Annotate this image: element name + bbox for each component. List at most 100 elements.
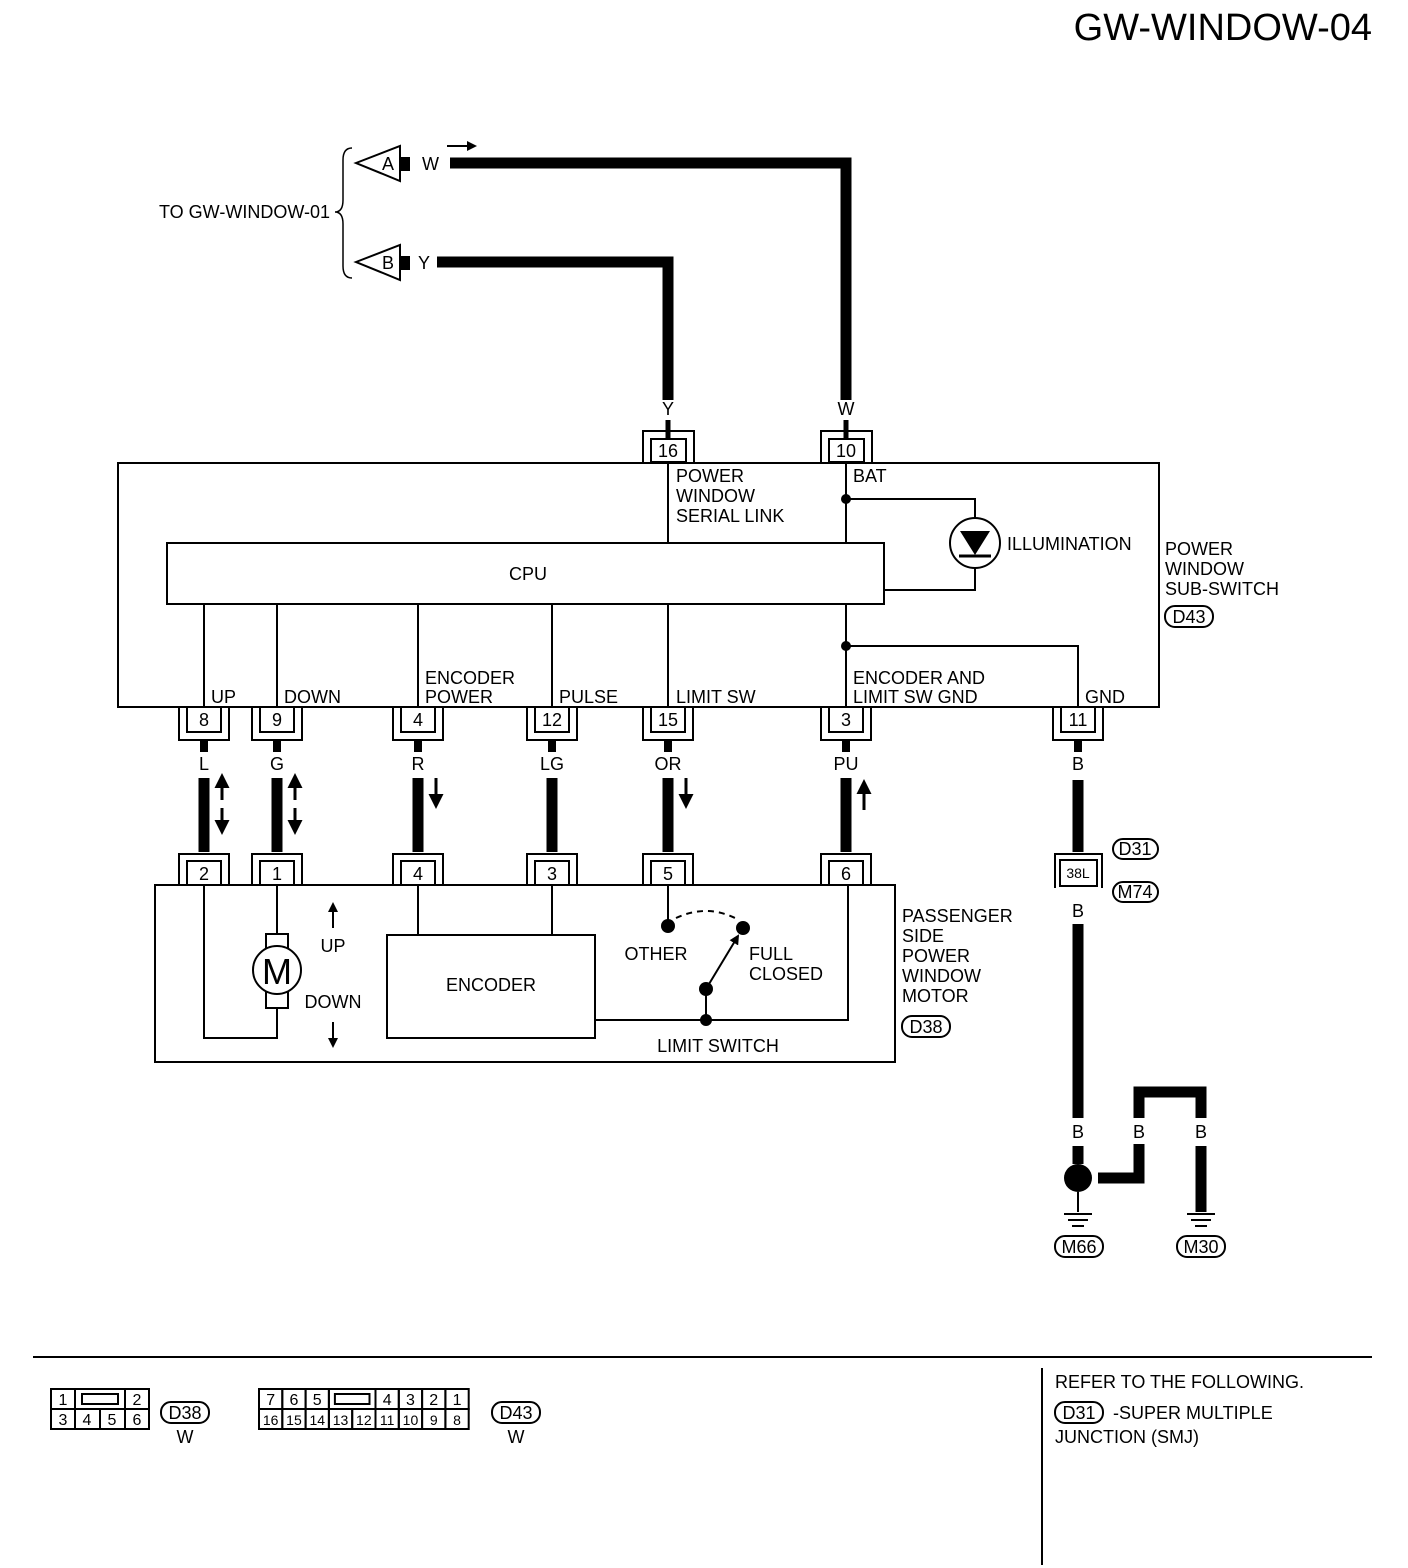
svg-text:D31: D31 — [1118, 839, 1151, 859]
sub-switch-name-3: SUB-SWITCH — [1165, 579, 1279, 599]
connector-badge-d43[interactable] — [1164, 605, 1214, 628]
sub-switch-bottom-pin: 3 — [820, 706, 872, 741]
svg-text:D43: D43 — [499, 1403, 532, 1423]
svg-text:M66: M66 — [1061, 1237, 1096, 1257]
pin-label-up: UP — [211, 687, 236, 707]
limit-switch-label: LIMIT SWITCH — [657, 1036, 779, 1056]
svg-text:3: 3 — [841, 710, 851, 730]
terminal-a — [400, 157, 410, 171]
sub-switch-bottom-pin: 8 — [178, 706, 230, 741]
off-page-letter-a: A — [382, 154, 394, 174]
svg-text:5: 5 — [313, 1392, 322, 1409]
svg-text:6: 6 — [289, 1392, 298, 1409]
svg-text:10: 10 — [403, 1412, 419, 1428]
current-direction-arrows — [214, 773, 872, 835]
svg-text:5: 5 — [663, 864, 673, 884]
refer-heading: REFER TO THE FOLLOWING. — [1055, 1372, 1304, 1392]
svg-text:11: 11 — [380, 1412, 395, 1428]
svg-text:38L: 38L — [1066, 865, 1090, 881]
svg-text:7: 7 — [266, 1392, 275, 1409]
off-page-reference: TO GW-WINDOW-01 A W B Y — [159, 141, 477, 282]
other-label: OTHER — [625, 944, 688, 964]
cpu-block — [166, 542, 885, 605]
motor-unit-box — [154, 884, 896, 1063]
svg-text:4: 4 — [413, 864, 423, 884]
motor-pin: 5 — [642, 853, 694, 886]
svg-text:D43: D43 — [1172, 607, 1205, 627]
pin-label-gnd: GND — [1085, 687, 1125, 707]
svg-text:14: 14 — [309, 1412, 325, 1428]
svg-text:B: B — [1195, 1122, 1207, 1142]
sub-switch-bottom-pin: 11 — [1052, 706, 1104, 741]
svg-text:1: 1 — [59, 1392, 68, 1409]
wire-color-a: W — [422, 154, 439, 174]
connector-badge-m74[interactable] — [1112, 881, 1159, 903]
svg-text:3: 3 — [547, 864, 557, 884]
sub-switch-name-2: WINDOW — [1165, 559, 1244, 579]
terminal-b — [400, 256, 410, 270]
sub-switch-top-pin-10: 10 — [820, 430, 873, 463]
wire-color-label: G — [270, 754, 284, 774]
refer-connector-badge[interactable] — [1054, 1401, 1104, 1424]
limit-contact-closed — [736, 921, 750, 935]
wire-color-label: LG — [540, 754, 564, 774]
connector-badge-d38[interactable] — [901, 1015, 951, 1038]
page-title: GW-WINDOW-04 — [1074, 7, 1372, 49]
svg-text:11: 11 — [1069, 710, 1088, 730]
svg-text:M: M — [262, 951, 292, 992]
motor-pin: 2 — [178, 853, 230, 886]
wire-color-w-top: W — [838, 399, 855, 419]
connector-face-d38: 1 2 3 4 5 6 D38 W — [50, 1388, 210, 1447]
ground-icon — [1064, 1213, 1092, 1227]
sub-switch-name-1: POWER — [1165, 539, 1233, 559]
svg-text:D31: D31 — [1062, 1403, 1095, 1423]
svg-text:16: 16 — [658, 441, 678, 461]
junction-connector-38l: 38L — [1054, 853, 1103, 888]
svg-text:2: 2 — [429, 1392, 438, 1409]
motor-pin: 4 — [392, 853, 444, 886]
wire-color-junction: B — [1072, 901, 1084, 921]
sub-switch-bottom-pin: 15 — [642, 706, 694, 741]
wire-color-gnd: B — [1072, 754, 1084, 774]
svg-text:4: 4 — [413, 710, 423, 730]
pin-label-encoder-gnd-1: ENCODER AND — [853, 668, 985, 688]
motor-pin: 1 — [251, 853, 303, 886]
refer-line-2: JUNCTION (SMJ) — [1055, 1427, 1199, 1447]
svg-text:1: 1 — [453, 1392, 462, 1409]
wire-y-serial — [437, 256, 674, 400]
svg-text:8: 8 — [199, 710, 209, 730]
full-closed-label-2: CLOSED — [749, 964, 823, 984]
pin-label-encoder-power-2: POWER — [425, 687, 493, 707]
connector-badge-d31[interactable] — [1112, 838, 1159, 860]
serial-link-label-3: SERIAL LINK — [676, 506, 784, 526]
svg-text:12: 12 — [356, 1412, 372, 1428]
svg-text:M74: M74 — [1117, 882, 1152, 902]
ground-badge-m66[interactable] — [1054, 1235, 1104, 1258]
reference-brace — [334, 147, 353, 279]
ground-icon — [1187, 1213, 1215, 1227]
svg-text:M30: M30 — [1183, 1237, 1218, 1257]
up-label: UP — [320, 936, 345, 956]
svg-text:1: 1 — [272, 864, 282, 884]
limit-contact-other — [661, 919, 675, 933]
illumination-led-icon — [949, 517, 1001, 569]
ground-badge-m30[interactable] — [1176, 1235, 1226, 1258]
svg-text:W: W — [177, 1427, 194, 1447]
ground-circuit: B 38L D31 M74 B B B B — [1054, 740, 1226, 1258]
pin-label-encoder-gnd-2: LIMIT SW GND — [853, 687, 978, 707]
svg-text:6: 6 — [133, 1412, 142, 1429]
wire-color-label: R — [412, 754, 425, 774]
svg-text:2: 2 — [199, 864, 209, 884]
to-reference-label: TO GW-WINDOW-01 — [159, 202, 330, 222]
wire-color-label: OR — [655, 754, 682, 774]
limit-switch-arm — [705, 934, 740, 990]
sub-switch-bottom-pin: 12 — [526, 706, 578, 741]
svg-text:16: 16 — [263, 1412, 279, 1428]
serial-link-label-1: POWER — [676, 466, 744, 486]
pin-label-pulse: PULSE — [559, 687, 618, 707]
sub-switch-box — [117, 462, 1160, 708]
motor-pin: 6 — [820, 853, 872, 886]
